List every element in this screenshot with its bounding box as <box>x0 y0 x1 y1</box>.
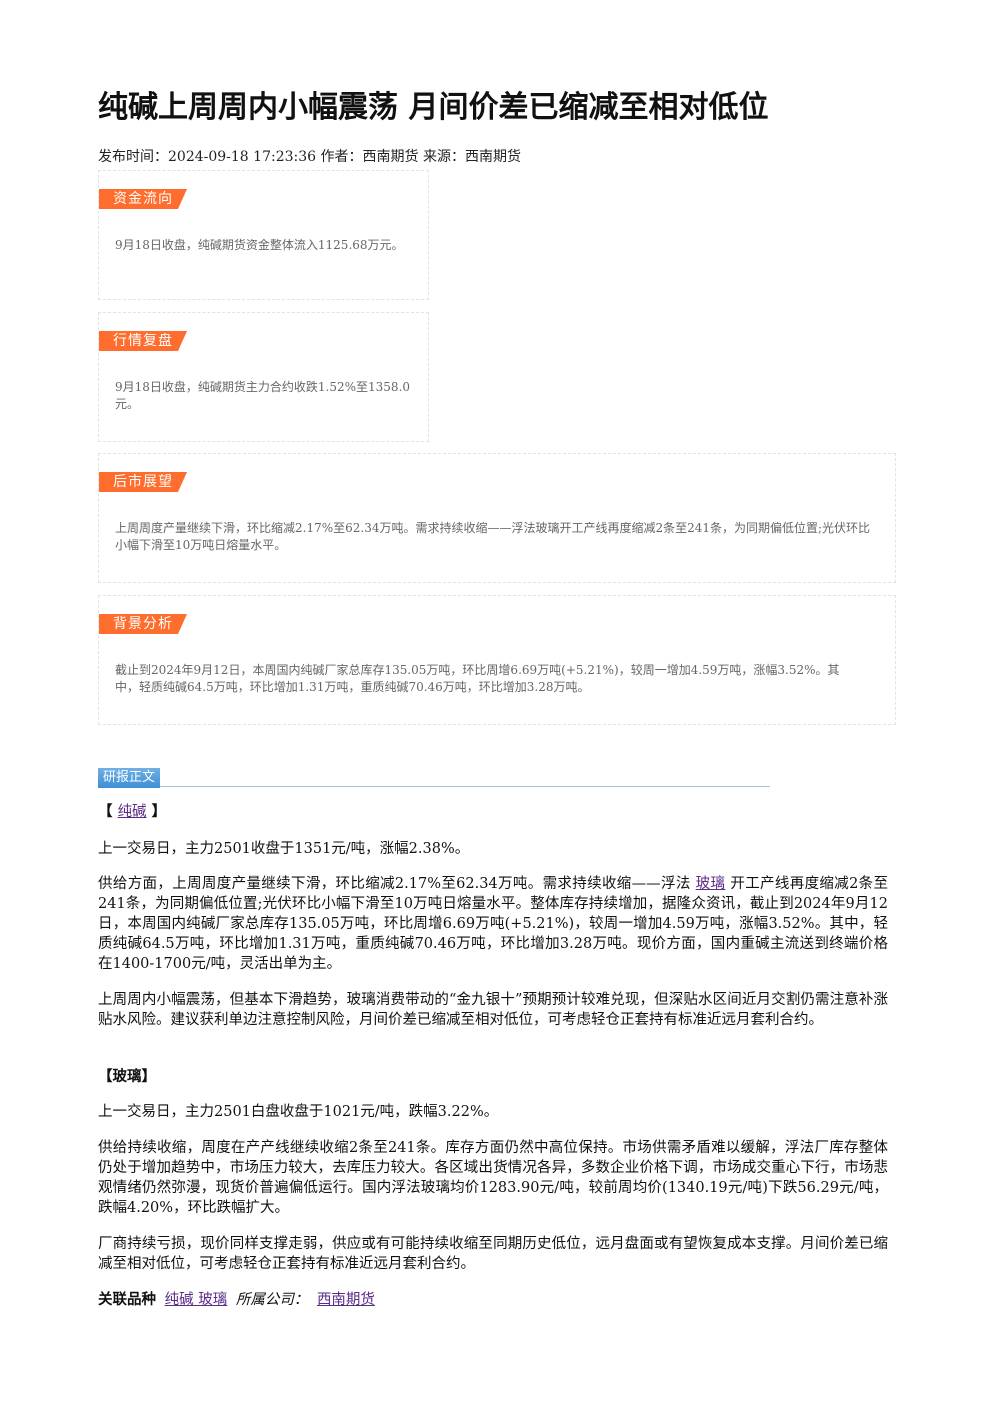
related-footer: 关联品种 纯碱 玻璃 所属公司： 西南期货 <box>98 1290 888 1310</box>
glass-inline-link[interactable]: 玻璃 <box>695 876 726 892</box>
related-items-link[interactable]: 纯碱 玻璃 <box>164 1292 228 1308</box>
summary-text: 截止到2024年9月12日，本周国内纯碱厂家总库存135.05万吨，环比周增6.… <box>115 663 840 694</box>
summary-box-market-review: 行情复盘 9月18日收盘，纯碱期货主力合约收跌1.52%至1358.0元。 <box>98 312 429 442</box>
glass-paragraph-3: 厂商持续亏损，现价同样支撑走弱，供应或有可能持续收缩至同期历史低位，远月盘面或有… <box>98 1236 888 1272</box>
summary-tag: 行情复盘 <box>99 330 187 350</box>
summary-tag-label: 资金流向 <box>99 189 187 209</box>
soda-p2-text-a: 供给方面，上周周度产量继续下滑，环比缩减2.17%至62.34万吨。需求持续收缩… <box>98 876 691 892</box>
summary-tag: 后市展望 <box>99 471 187 491</box>
summary-box-outlook: 后市展望 上周周度产量继续下滑，环比缩减2.17%至62.34万吨。需求持续收缩… <box>98 453 896 583</box>
report-section-header: 研报正文 <box>98 766 770 788</box>
summary-tag: 背景分析 <box>99 613 187 633</box>
glass-heading: 【玻璃】 <box>98 1068 156 1085</box>
summary-text: 上周周度产量继续下滑，环比缩减2.17%至62.34万吨。需求持续收缩——浮法玻… <box>115 521 871 552</box>
soda-heading: 【 纯碱 】 <box>98 802 888 822</box>
soda-link[interactable]: 纯碱 <box>117 804 147 820</box>
summary-tag-label: 后市展望 <box>99 472 187 492</box>
summary-text: 9月18日收盘，纯碱期货主力合约收跌1.52%至1358.0元。 <box>115 380 411 411</box>
summary-tag-label: 行情复盘 <box>99 331 187 351</box>
glass-paragraph-1: 上一交易日，主力2501白盘收盘于1021元/吨，跌幅3.22%。 <box>98 1104 499 1120</box>
summary-tag: 资金流向 <box>99 188 187 208</box>
article-title: 纯碱上周周内小幅震荡 月间价差已缩减至相对低位 <box>98 90 769 125</box>
summary-text: 9月18日收盘，纯碱期货资金整体流入1125.68万元。 <box>115 238 404 252</box>
article-meta: 发布时间：2024-09-18 17:23:36 作者：西南期货 来源：西南期货 <box>98 149 521 165</box>
company-link[interactable]: 西南期货 <box>316 1292 375 1308</box>
glass-paragraph-2: 供给持续收缩，周度在产产线继续收缩2条至241条。库存方面仍然中高位保持。市场供… <box>98 1140 888 1216</box>
company-label: 所属公司： <box>235 1292 309 1308</box>
summary-tag-label: 背景分析 <box>99 614 187 634</box>
bracket-close: 】 <box>151 803 167 820</box>
soda-p2-text-b: 开工产线再度缩减2条至241条，为同期偏低位置;光伏环比小幅下滑至10万吨日熔量… <box>98 876 889 972</box>
report-section-label: 研报正文 <box>98 768 161 788</box>
soda-paragraph-3: 上周周内小幅震荡，但基本下滑趋势，玻璃消费带动的“金九银十”预期预计较难兑现，但… <box>98 992 888 1028</box>
bracket-open: 【 <box>98 803 113 820</box>
soda-paragraph-1: 上一交易日，主力2501收盘于1351元/吨，涨幅2.38%。 <box>98 841 470 857</box>
summary-box-background: 背景分析 截止到2024年9月12日，本周国内纯碱厂家总库存135.05万吨，环… <box>98 595 896 725</box>
soda-paragraph-2: 供给方面，上周周度产量继续下滑，环比缩减2.17%至62.34万吨。需求持续收缩… <box>98 874 888 974</box>
summary-box-fund-flow: 资金流向 9月18日收盘，纯碱期货资金整体流入1125.68万元。 <box>98 170 429 300</box>
related-label: 关联品种 <box>98 1291 156 1308</box>
